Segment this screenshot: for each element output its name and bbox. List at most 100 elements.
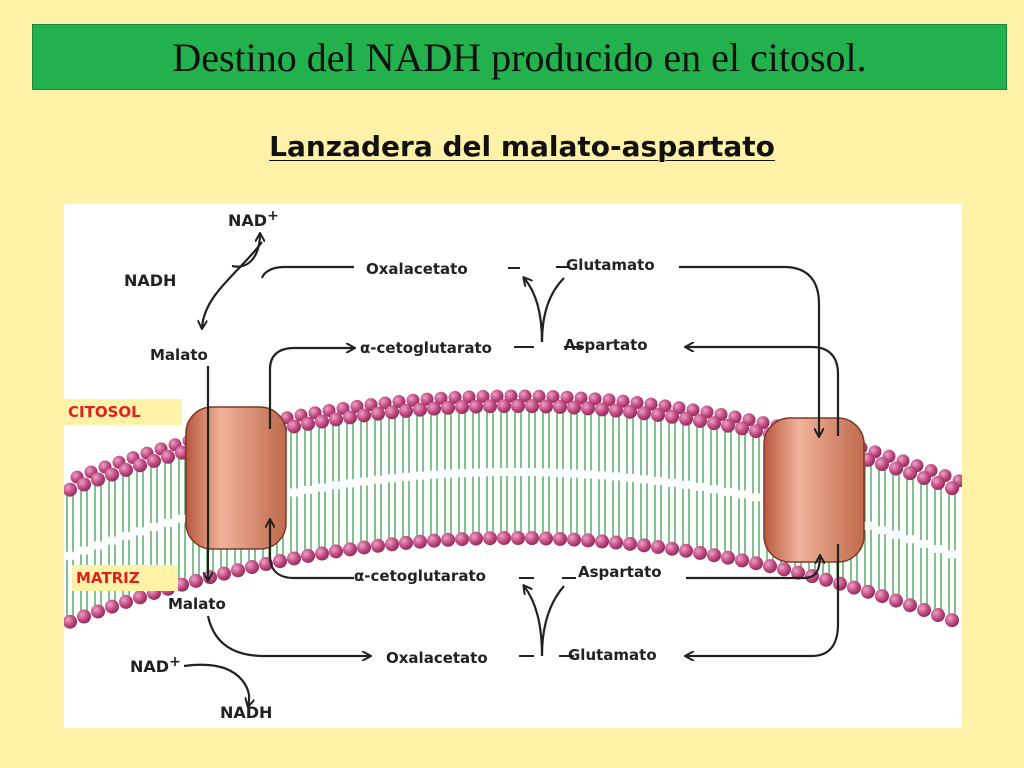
lipid-head-inner (609, 535, 623, 550)
lipid-head-inner (693, 545, 707, 560)
lipid-tail (332, 425, 340, 546)
lipid-head-back (532, 389, 546, 403)
lipid-tail (122, 475, 130, 596)
lipid-tail (514, 412, 522, 533)
lipid-head-outer (707, 416, 721, 431)
lipid-head-inner (217, 566, 231, 581)
lipid-head-inner (455, 532, 469, 547)
lipid-head-outer (665, 409, 679, 424)
lipid-head-outer (637, 406, 651, 421)
lipid-tail (738, 434, 746, 555)
lipid-head-outer (441, 400, 455, 415)
cytosol-glutamato-label: Glutamato (566, 256, 655, 274)
matrix-oxalacetato-label: Oxalacetato (386, 649, 488, 667)
lipid-head-back (546, 390, 560, 404)
lipid-tail (486, 412, 494, 533)
lipid-head-inner (469, 531, 483, 546)
lipid-head-inner (903, 598, 917, 613)
lipid-tail (920, 484, 928, 605)
cytosol-region-label: CITOSOL (64, 399, 182, 425)
lipid-head-inner (945, 613, 959, 628)
lipid-head-inner (623, 536, 637, 551)
lipid-head-inner (721, 550, 735, 565)
matrix-cetoglutarato-label: α-cetoglutarato (354, 567, 486, 585)
lipid-head-back (630, 396, 644, 410)
matrix-aspartato-label: Aspartato (578, 563, 662, 581)
lipid-tail (94, 485, 102, 606)
matrix-malato-label: Malato (168, 595, 226, 613)
matrix-nadplus-label: NAD+ (130, 654, 181, 676)
lipid-head-inner (539, 531, 553, 546)
lipid-head-back (504, 389, 518, 403)
lipid-tail (752, 437, 760, 558)
lipid-head-inner (567, 532, 581, 547)
lipid-tail (710, 429, 718, 550)
lipid-head-inner (329, 544, 343, 559)
matrix-transaminase-right-arrow (540, 585, 565, 657)
lipid-head-outer (693, 413, 707, 428)
lipid-head-outer (77, 477, 91, 492)
lipid-tail (556, 412, 564, 533)
lipid-head-outer (147, 453, 161, 468)
lipid-tail (164, 462, 172, 583)
lipid-head-inner (833, 576, 847, 591)
nadh-to-nadplus-arrow (231, 234, 260, 268)
cetoglutarato-matrix-line (270, 520, 354, 580)
lipid-head-outer (721, 418, 735, 433)
cytosol-nadplus-label: NAD+ (228, 208, 279, 230)
lipid-head-inner (735, 553, 749, 568)
lipid-head-outer (385, 405, 399, 420)
lipid-head-back (560, 390, 574, 404)
lipid-head-inner (511, 531, 525, 546)
lipid-head-inner (637, 538, 651, 553)
lipid-head-inner (343, 542, 357, 557)
lipid-head-outer (119, 462, 133, 477)
lipid-head-inner (91, 604, 105, 619)
lipid-head-inner (707, 548, 721, 563)
lipid-head-outer (609, 403, 623, 418)
lipid-tail (598, 415, 606, 536)
lipid-head-inner (791, 565, 805, 580)
matrix-transaminase-left-arrow (524, 586, 544, 657)
lipid-head-inner (651, 539, 665, 554)
lipid-head-inner (427, 533, 441, 548)
lipid-tail (388, 418, 396, 539)
cytosol-aspartato-label: Aspartato (564, 336, 648, 354)
lipid-tail (570, 413, 578, 534)
lipid-head-inner (497, 531, 511, 546)
lipid-head-back (518, 389, 532, 403)
lipid-head-outer (455, 400, 469, 415)
lipid-head-back (434, 391, 448, 405)
lipid-head-outer (133, 458, 147, 473)
cytosol-cetoglutarato-label: α-cetoglutarato (360, 339, 492, 357)
cytosol-transaminase-right-arrow (540, 277, 565, 343)
lipid-head-inner (875, 589, 889, 604)
lipid-head-inner (553, 531, 567, 546)
lipid-head-back (574, 391, 588, 405)
lipid-tail (584, 414, 592, 535)
lipid-head-outer (595, 402, 609, 417)
lipid-head-inner (357, 540, 371, 555)
lipid-head-inner (77, 609, 91, 624)
lipid-head-inner (64, 614, 77, 629)
lipid-head-outer (497, 399, 511, 414)
lipid-tail (108, 480, 116, 601)
lipid-head-back (602, 393, 616, 407)
aspartato-matrix-line (686, 556, 820, 580)
lipid-tail (528, 412, 536, 533)
lipid-head-inner (119, 594, 133, 609)
lipid-head-inner (371, 538, 385, 553)
lipid-head-inner (273, 554, 287, 569)
lipid-tail (150, 466, 158, 587)
oxalacetato-cytosol-line (260, 265, 354, 279)
lipid-tail (430, 414, 438, 535)
lipid-head-back (448, 390, 462, 404)
lipid-head-outer (357, 408, 371, 423)
lipid-head-outer (735, 421, 749, 436)
lipid-tail (500, 412, 508, 533)
lipid-head-outer (483, 399, 497, 414)
lipid-head-inner (133, 590, 147, 605)
lipid-tail (878, 470, 886, 591)
cytosol-transaminase-left-arrow (524, 278, 544, 343)
lipid-head-inner (105, 599, 119, 614)
